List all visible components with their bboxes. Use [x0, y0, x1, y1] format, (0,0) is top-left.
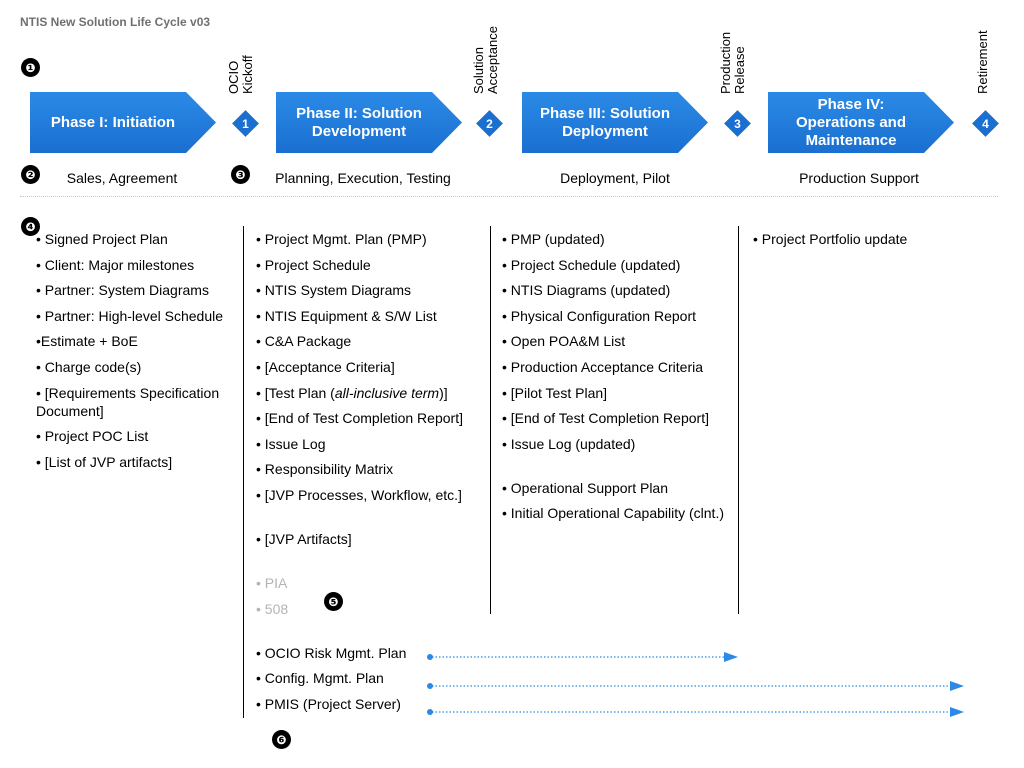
milestone-3-label: Production Release [718, 31, 747, 94]
phase-2-label: Phase II: Solution Development [296, 104, 422, 140]
marker-5: ❺ [324, 592, 343, 611]
artifact-item: • [JVP Artifacts] [256, 530, 352, 547]
artifact-item: • OCIO Risk Mgmt. Plan [256, 644, 407, 661]
config-plan-arrow [427, 681, 964, 691]
dotted-divider [20, 196, 998, 197]
artifact-item: • Project POC List [36, 428, 149, 445]
pmis-arrow [427, 707, 964, 717]
activity-phase-2: Planning, Execution, Testing [275, 170, 451, 186]
activity-phase-4: Production Support [799, 170, 919, 186]
artifacts-phase-1: • Signed Project Plan • Client: Major mi… [36, 230, 236, 478]
marker-1: ❶ [21, 58, 40, 77]
artifact-item: • [List of JVP artifacts] [36, 453, 173, 470]
milestone-2-label: Solution Acceptance [471, 26, 500, 94]
milestone-1-number: 1 [242, 116, 249, 131]
artifact-item: • Project Schedule (updated) [502, 256, 681, 273]
artifact-item: • Config. Mgmt. Plan [256, 670, 384, 687]
artifacts-phase-3: • PMP (updated) • Project Schedule (upda… [502, 230, 734, 530]
artifact-item: • [Pilot Test Plan] [502, 384, 608, 401]
column-separator-1 [243, 226, 244, 718]
milestone-3-diamond: 3 [724, 110, 751, 137]
artifact-item: • PMIS (Project Server) [256, 695, 401, 712]
artifact-item: • [Requirements Specification Document] [36, 384, 220, 419]
artifact-item: • 508 [256, 600, 289, 617]
artifact-item: • Responsibility Matrix [256, 461, 394, 478]
activity-phase-3: Deployment, Pilot [560, 170, 670, 186]
artifact-item: • Client: Major milestones [36, 256, 195, 273]
artifact-item: • PMP (updated) [502, 231, 605, 247]
artifact-item: • Issue Log [256, 435, 326, 452]
artifact-item-test-plan: • [Test Plan (all-inclusive term)] [256, 384, 448, 401]
artifact-item: • Project Schedule [256, 256, 371, 273]
artifact-item: • Physical Configuration Report [502, 307, 696, 324]
artifact-item: • [JVP Processes, Workflow, etc.] [256, 486, 462, 503]
phase-1-arrow: Phase I: Initiation [30, 92, 216, 153]
artifact-item: • Issue Log (updated) [502, 435, 636, 452]
artifact-item: • Partner: System Diagrams [36, 282, 209, 299]
artifact-item: • Initial Operational Capability (clnt.) [502, 505, 724, 522]
artifacts-phase-2: • Project Mgmt. Plan (PMP) • Project Sch… [256, 230, 486, 720]
artifact-item: • NTIS Diagrams (updated) [502, 282, 671, 299]
artifact-item: •Estimate + BoE [36, 333, 138, 350]
phase-1-label: Phase I: Initiation [50, 113, 176, 131]
artifact-item: • C&A Package [256, 333, 352, 350]
column-separator-2 [490, 226, 491, 614]
phase-2-arrow: Phase II: Solution Development [276, 92, 462, 153]
phase-4-label: Phase IV: Operations and Maintenance [795, 95, 907, 149]
milestone-2-diamond: 2 [476, 110, 503, 137]
milestone-4-number: 4 [982, 116, 989, 131]
activity-phase-1: Sales, Agreement [66, 170, 178, 186]
artifact-item: • [End of Test Completion Report] [256, 410, 463, 427]
artifact-item: • Charge code(s) [36, 358, 142, 375]
column-separator-3 [738, 226, 739, 614]
diagram-title: NTIS New Solution Life Cycle v03 [20, 15, 211, 29]
milestone-1-label: OCIO Kickoff [226, 55, 255, 94]
artifact-item: • NTIS Equipment & S/W List [256, 307, 437, 324]
artifact-item: • Signed Project Plan [36, 231, 168, 247]
artifact-item: • Open POA&M List [502, 333, 626, 350]
artifacts-phase-4: • Project Portfolio update [753, 230, 983, 256]
artifact-item: • [Acceptance Criteria] [256, 358, 395, 375]
phase-3-arrow: Phase III: Solution Deployment [522, 92, 708, 153]
artifact-item: • Partner: High-level Schedule [36, 307, 223, 324]
artifact-item: • PIA [256, 574, 288, 591]
artifact-item: • Production Acceptance Criteria [502, 358, 704, 375]
milestone-2-number: 2 [486, 116, 493, 131]
marker-3: ❸ [231, 165, 250, 184]
marker-2: ❷ [21, 165, 40, 184]
milestone-1-diamond: 1 [232, 110, 259, 137]
milestone-4-diamond: 4 [972, 110, 999, 137]
test-plan-italic: all-inclusive term [334, 384, 440, 401]
marker-6: ❻ [272, 730, 291, 749]
marker-4: ❹ [21, 217, 40, 236]
artifact-item: • [End of Test Completion Report] [502, 410, 709, 427]
artifact-item: • NTIS System Diagrams [256, 282, 412, 299]
phase-4-arrow: Phase IV: Operations and Maintenance [768, 92, 954, 153]
phase-3-label: Phase III: Solution Deployment [539, 104, 670, 140]
milestone-3-number: 3 [734, 116, 741, 131]
artifact-item: • Operational Support Plan [502, 479, 669, 496]
artifact-item: • Project Portfolio update [753, 231, 908, 247]
milestone-4-label: Retirement [975, 30, 990, 94]
risk-plan-arrow [427, 652, 738, 662]
artifact-item: • Project Mgmt. Plan (PMP) [256, 231, 427, 247]
